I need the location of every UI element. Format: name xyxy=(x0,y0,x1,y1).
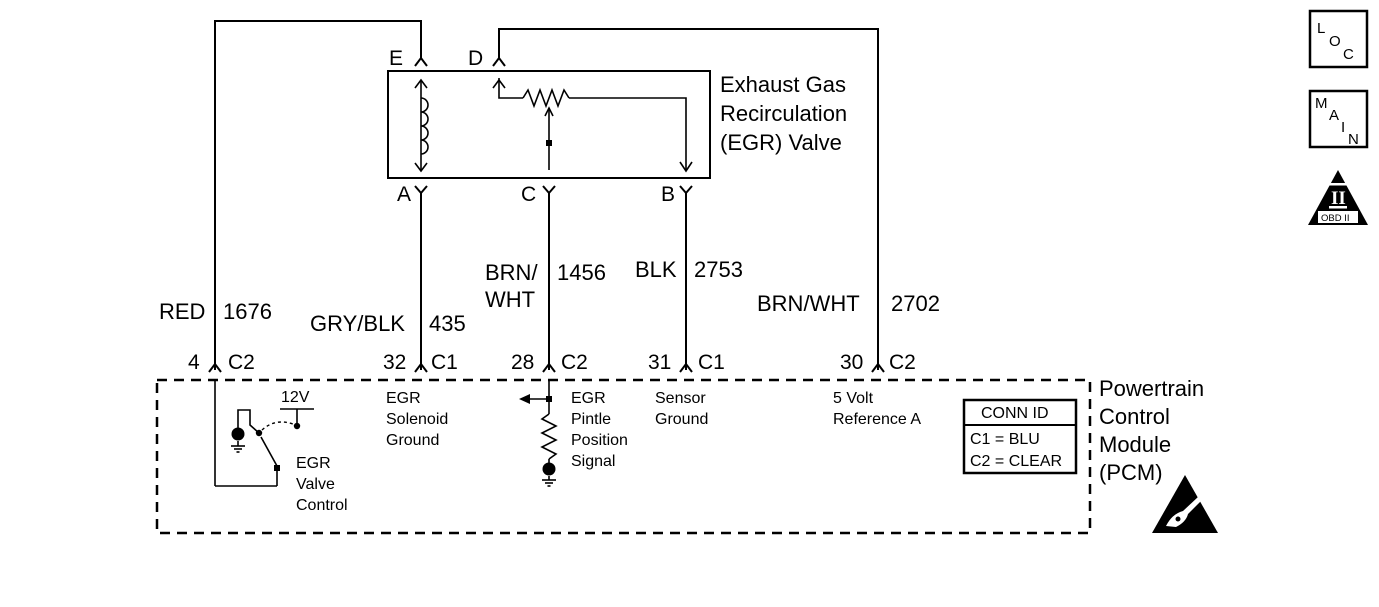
egr-valve-name-line-1: Exhaust Gas xyxy=(720,72,846,97)
wire-2702: BRN/WHT 2702 xyxy=(492,28,940,373)
valve-pin-C: C xyxy=(521,183,536,206)
wire-2753: BLK 2753 xyxy=(635,185,743,373)
valve-pin-A: A xyxy=(397,183,411,206)
wire-435-color: GRY/BLK xyxy=(310,311,405,336)
valve-pin-D: D xyxy=(468,47,483,70)
pcm-pin-28: 28 xyxy=(511,351,534,374)
loc-badge-letter-1: L xyxy=(1317,20,1325,37)
pcm-function-4-line-3: Control xyxy=(296,497,348,514)
pcm-boundary xyxy=(155,378,1092,535)
egr-valve-name-line-3: (EGR) Valve xyxy=(720,130,842,155)
wire-1456: BRN/ WHT 1456 xyxy=(485,185,606,373)
driver-node-icon xyxy=(231,427,245,441)
pcm-pin-28-connector: C2 xyxy=(561,351,588,374)
loc-badge-letter-3: C xyxy=(1343,46,1354,63)
conn-id-row-2: C2 = CLEAR xyxy=(970,453,1062,470)
main-badge-icon[interactable]: M A I N xyxy=(1308,89,1369,149)
pcm-name-line-1: Powertrain xyxy=(1099,376,1204,401)
pcm-pin-30-connector: C2 xyxy=(889,351,916,374)
egr-valve-body xyxy=(387,70,711,179)
pcm-function-4-line-1: EGR xyxy=(296,455,331,472)
five-volt-reference: 5 Volt Reference A xyxy=(833,390,921,428)
egr-solenoid-ground: EGR Solenoid Ground xyxy=(386,390,448,449)
pcm-pin-4-connector: C2 xyxy=(228,351,255,374)
pcm-pin-31: 31 xyxy=(648,351,671,374)
wire-1676-color: RED xyxy=(159,299,205,324)
pcm-function-30-line-1: 5 Volt xyxy=(833,390,874,407)
valve-pin-B: B xyxy=(661,183,675,206)
egr-valve-control-driver: 12V EGR Valve Control xyxy=(214,380,348,514)
pcm-pin-labels: 4 C2 32 C1 28 C2 31 C1 30 C2 xyxy=(188,351,916,374)
pcm-module: Powertrain Control Module (PCM) xyxy=(155,376,1204,535)
obd-badge-label: OBD II xyxy=(1321,213,1350,224)
pcm-function-4-line-2: Valve xyxy=(296,476,335,493)
pcm-pin-32-connector: C1 xyxy=(431,351,458,374)
pcm-function-32-line-3: Ground xyxy=(386,432,439,449)
pcm-function-28-line-2: Pintle xyxy=(571,411,611,428)
obd-badge-numeral: II xyxy=(1331,188,1346,209)
wire-2702-color: BRN/WHT xyxy=(757,291,860,316)
wire-435-circuit: 435 xyxy=(429,311,466,336)
pcm-function-32-line-2: Solenoid xyxy=(386,411,448,428)
egr-pintle-position-signal: EGR Pintle Position Signal xyxy=(519,380,628,487)
wire-1456-color-line-1: BRN/ xyxy=(485,260,538,285)
pcm-function-28-line-1: EGR xyxy=(571,390,606,407)
wire-2753-circuit: 2753 xyxy=(694,257,743,282)
pcm-name-line-2: Control xyxy=(1099,404,1170,429)
signal-arrow-icon xyxy=(519,394,530,404)
pcm-pin-4: 4 xyxy=(188,351,200,374)
egr-valve-name-line-2: Recirculation xyxy=(720,101,847,126)
conn-id-box: CONN ID C1 = BLU C2 = CLEAR xyxy=(962,398,1078,475)
obd-ii-badge-icon[interactable]: II OBD II xyxy=(1308,170,1368,225)
wire-435: GRY/BLK 435 xyxy=(310,185,466,373)
pcm-name-line-3: Module xyxy=(1099,432,1171,457)
wire-1676-circuit: 1676 xyxy=(223,299,272,324)
wire-1456-circuit: 1456 xyxy=(557,260,606,285)
pcm-pin-32: 32 xyxy=(383,351,406,374)
sensor-ground: Sensor Ground xyxy=(655,390,708,428)
pcm-pin-30: 30 xyxy=(840,351,863,374)
conn-id-title: CONN ID xyxy=(981,405,1049,422)
pcm-name-line-4: (PCM) xyxy=(1099,460,1163,485)
pcm-function-30-line-2: Reference A xyxy=(833,411,921,428)
main-badge-letter-1: M xyxy=(1315,95,1328,112)
conn-id-row-1: C1 = BLU xyxy=(970,431,1040,448)
wire-1456-color-line-2: WHT xyxy=(485,287,535,312)
pcm-pin-31-connector: C1 xyxy=(698,351,725,374)
main-badge-letter-3: I xyxy=(1341,119,1345,136)
pcm-function-31-line-1: Sensor xyxy=(655,390,706,407)
valve-pin-E: E xyxy=(389,47,403,70)
pcm-function-31-line-2: Ground xyxy=(655,411,708,428)
wire-1676: RED 1676 xyxy=(159,20,428,373)
wire-2702-circuit: 2702 xyxy=(891,291,940,316)
esd-sensitive-icon xyxy=(1152,475,1218,533)
loc-badge-icon[interactable]: L O C xyxy=(1308,9,1369,69)
supply-voltage-label: 12V xyxy=(281,389,310,406)
pcm-function-28-line-4: Signal xyxy=(571,453,615,470)
main-badge-letter-2: A xyxy=(1329,107,1339,124)
pcm-function-32-line-1: EGR xyxy=(386,390,421,407)
wire-2753-color: BLK xyxy=(635,257,677,282)
potentiometer-icon xyxy=(492,78,693,173)
pcm-function-28-line-3: Position xyxy=(571,432,628,449)
loc-badge-letter-2: O xyxy=(1329,33,1341,50)
solenoid-coil-icon xyxy=(414,78,429,173)
main-badge-letter-4: N xyxy=(1348,131,1359,148)
egr-valve: Exhaust Gas Recirculation (EGR) Valve E … xyxy=(387,47,847,206)
